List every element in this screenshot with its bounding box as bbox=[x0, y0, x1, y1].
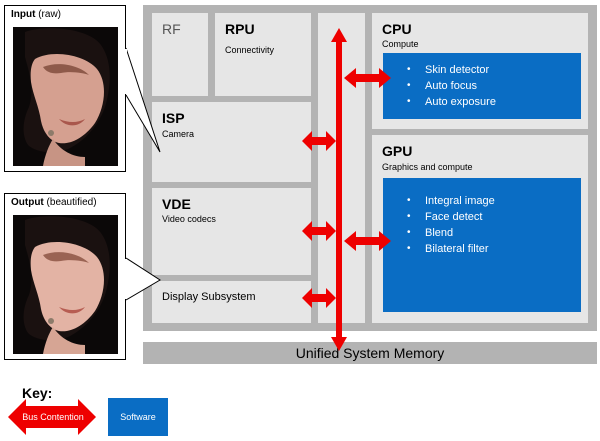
rpu-subtitle: Connectivity bbox=[225, 45, 275, 55]
gpu-software-item: Bilateral filter bbox=[407, 241, 495, 257]
bus-arrow bbox=[331, 28, 347, 351]
cpu-software-box: Skin detector Auto focus Auto exposure bbox=[383, 53, 581, 119]
cpu-software-item: Auto focus bbox=[407, 78, 496, 94]
key-software-label: Software bbox=[120, 412, 156, 422]
input-panel: Input (raw) bbox=[4, 5, 126, 172]
output-panel: Output (beautified) bbox=[4, 193, 126, 360]
soc-frame: RF RPU Connectivity ISP Camera VDE Video… bbox=[143, 5, 597, 331]
gpu-software-item: Face detect bbox=[407, 209, 495, 225]
vde-block: VDE Video codecs bbox=[152, 188, 311, 275]
gpu-bus-arrow bbox=[344, 231, 391, 251]
rpu-block: RPU Connectivity bbox=[215, 13, 311, 96]
cpu-software-item: Skin detector bbox=[407, 62, 496, 78]
unified-memory-bar: Unified System Memory bbox=[143, 342, 597, 364]
input-note: (raw) bbox=[38, 9, 61, 20]
memory-label: Unified System Memory bbox=[295, 345, 445, 361]
isp-title: ISP bbox=[162, 110, 185, 126]
cpu-subtitle: Compute bbox=[382, 39, 419, 49]
display-bus-arrow bbox=[302, 288, 336, 308]
input-photo bbox=[13, 27, 118, 166]
key-software-swatch: Software bbox=[108, 398, 168, 436]
gpu-software-box: Integral image Face detect Blend Bilater… bbox=[383, 178, 581, 312]
isp-block: ISP Camera bbox=[152, 102, 311, 182]
input-caption: Input (raw) bbox=[11, 9, 61, 20]
output-title: Output bbox=[11, 197, 44, 208]
cpu-bus-arrow bbox=[344, 68, 391, 88]
rf-block: RF bbox=[152, 13, 208, 96]
key-bus-arrow bbox=[8, 399, 96, 435]
display-title: Display Subsystem bbox=[162, 291, 256, 303]
input-callout-tail bbox=[125, 47, 161, 153]
vde-subtitle: Video codecs bbox=[162, 214, 216, 224]
rpu-title: RPU bbox=[225, 21, 255, 37]
output-photo bbox=[13, 215, 118, 354]
rf-title: RF bbox=[162, 21, 181, 37]
output-callout-tail bbox=[125, 257, 161, 301]
gpu-title: GPU bbox=[382, 143, 413, 159]
gpu-software-item: Blend bbox=[407, 225, 495, 241]
key-bus-label: Bus Contention bbox=[22, 412, 84, 422]
isp-bus-arrow bbox=[302, 131, 336, 151]
isp-subtitle: Camera bbox=[162, 129, 195, 139]
output-caption: Output (beautified) bbox=[11, 197, 97, 208]
cpu-block: CPU Compute Skin detector Auto focus Aut… bbox=[372, 13, 588, 129]
cpu-title: CPU bbox=[382, 21, 412, 37]
key-title: Key: bbox=[22, 385, 53, 401]
gpu-software-item: Integral image bbox=[407, 193, 495, 209]
vde-bus-arrow bbox=[302, 221, 336, 241]
gpu-block: GPU Graphics and compute Integral image … bbox=[372, 135, 588, 323]
gpu-subtitle: Graphics and compute bbox=[382, 162, 473, 172]
display-block: Display Subsystem bbox=[152, 281, 311, 323]
cpu-software-item: Auto exposure bbox=[407, 94, 496, 110]
vde-title: VDE bbox=[162, 196, 191, 212]
input-title: Input bbox=[11, 9, 36, 20]
output-note: (beautified) bbox=[46, 197, 97, 208]
